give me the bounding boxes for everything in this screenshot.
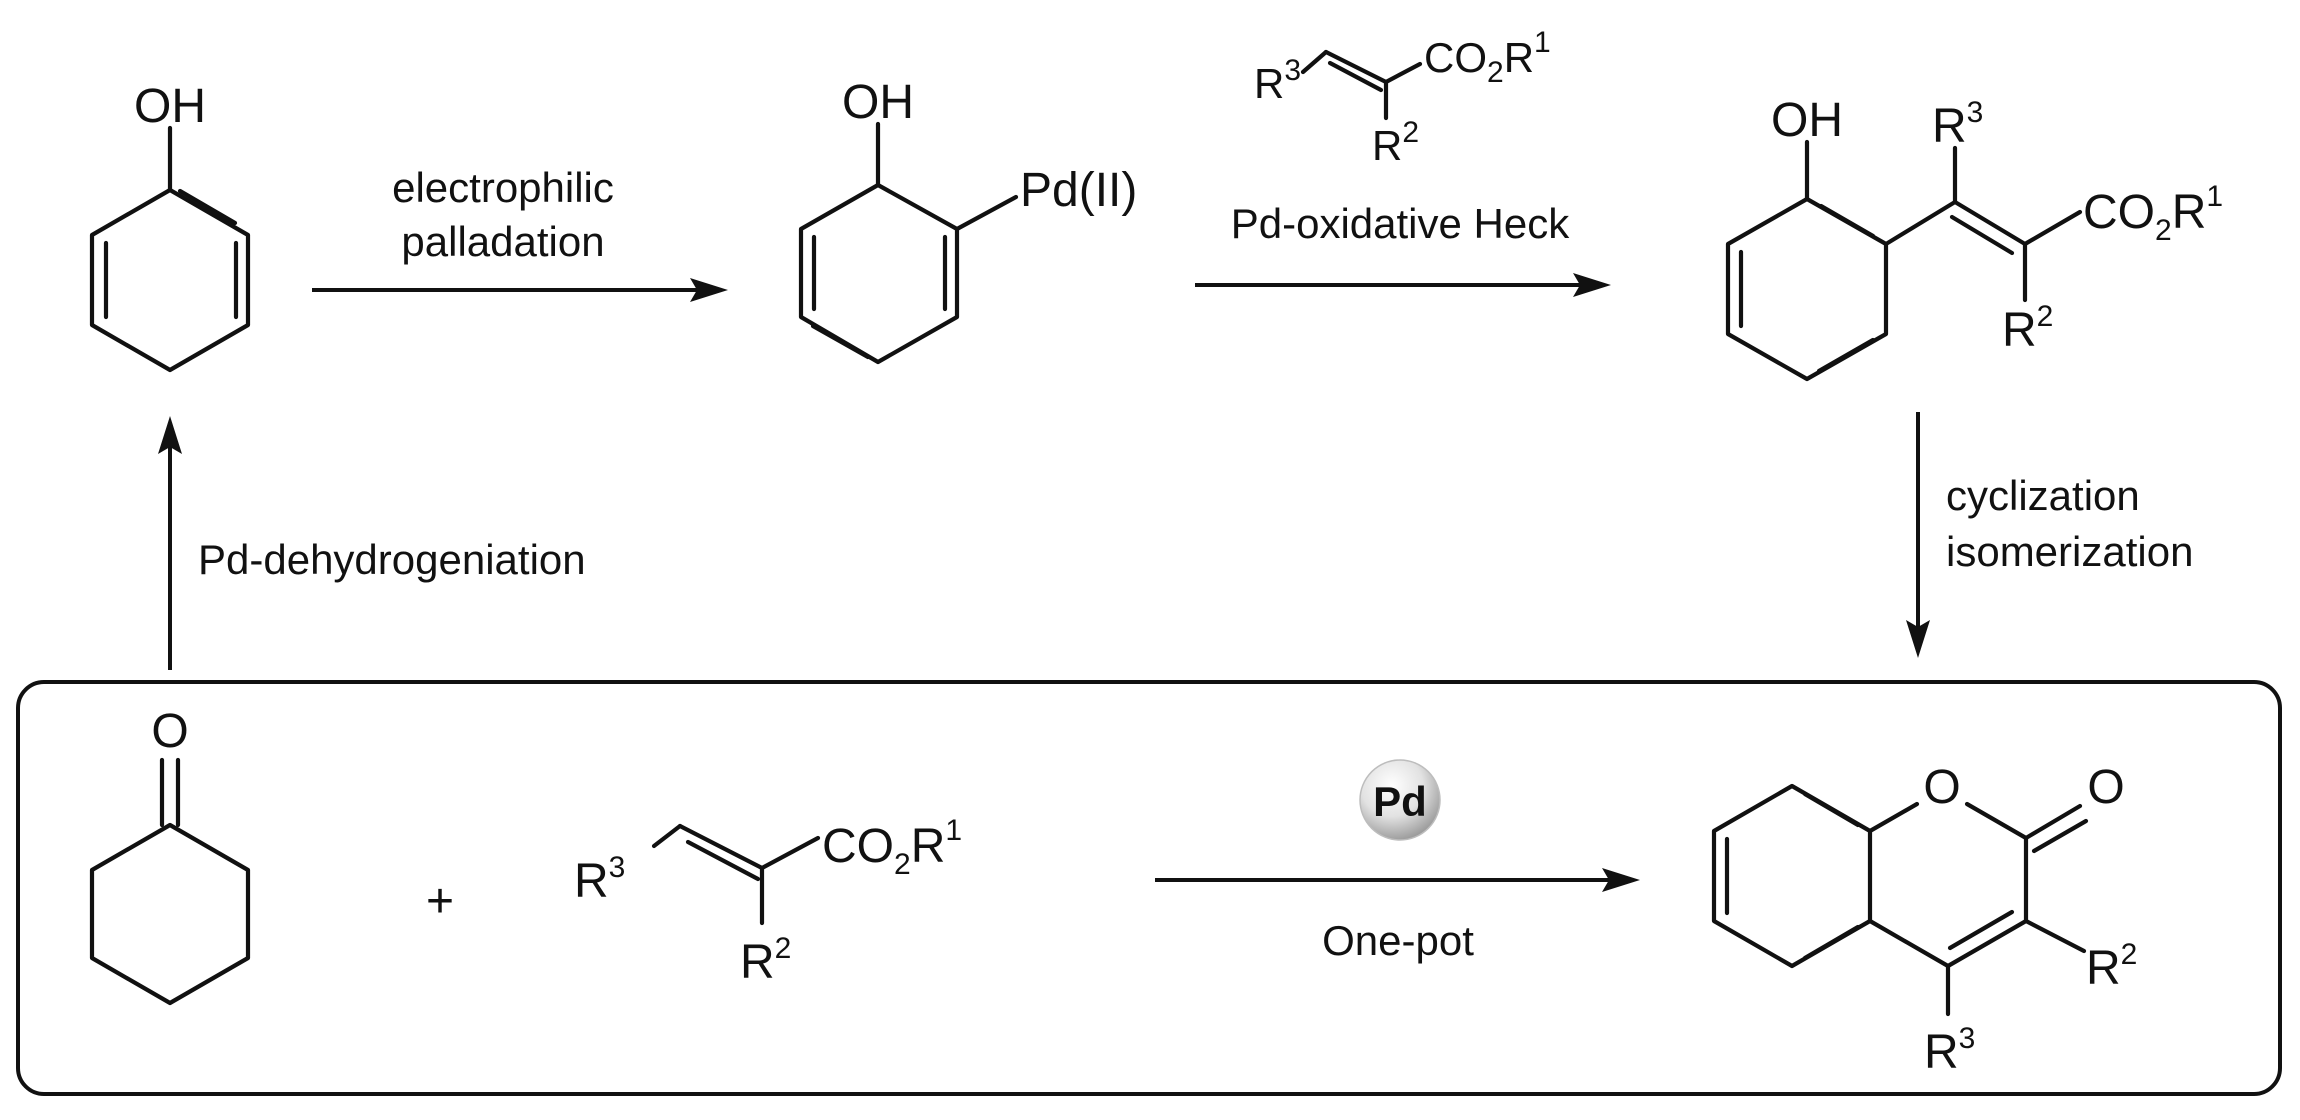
step-label-oxidative-heck: Pd-oxidative Heck: [1231, 200, 1570, 247]
arrow-dehydrogenation: Pd-dehydrogeniation: [158, 416, 586, 670]
one-pot-box: [16, 680, 2282, 1096]
r3-label: R3: [574, 851, 625, 908]
step-label-electrophilic: electrophilic: [392, 164, 614, 211]
arrow-electrophilic-palladation: electrophilic palladation: [312, 164, 728, 302]
palladium-ii-label: Pd(II): [1020, 164, 1137, 217]
pd-catalyst: Pd: [1359, 759, 1441, 841]
ester-label: CO2R1: [2083, 180, 2223, 247]
arrow-one-pot: One-pot: [1155, 868, 1640, 964]
catalyst-label: Pd: [1373, 778, 1427, 825]
cyclohexanone-structure: O: [89, 705, 251, 1006]
carbonyl-oxygen-label: O: [2087, 761, 2124, 814]
acrylate-structure: R3 CO2R1 R2: [574, 814, 962, 989]
ester-label: CO2R1: [822, 814, 962, 881]
r3-label: R3: [1254, 54, 1301, 107]
ester-label: CO2R1: [1424, 26, 1551, 89]
r2-label: R2: [740, 932, 791, 989]
plus-sign: +: [426, 875, 454, 928]
acrylate-reagent-small: R3 CO2R1 R2: [1254, 26, 1551, 169]
arrow-cyclization: cyclization isomerization: [1906, 412, 2193, 658]
r3-label: R3: [1924, 1022, 1975, 1079]
phenol-structure: OH: [89, 80, 251, 373]
heck-product-structure: OH R3 CO2R1 R2: [1725, 94, 2223, 382]
coumarin-structure: O O R2 R3: [1711, 761, 2137, 1079]
step-label-cyclization: cyclization: [1946, 472, 2140, 519]
step-label-dehydrogenation: Pd-dehydrogeniation: [198, 536, 586, 583]
step-label-palladation: palladation: [401, 218, 604, 265]
hydroxyl-label: OH: [134, 80, 206, 133]
r2-label: R2: [2002, 300, 2053, 357]
ring-oxygen-label: O: [1923, 761, 1960, 814]
r2-label: R2: [1372, 116, 1419, 169]
arrow-oxidative-heck: Pd-oxidative Heck: [1195, 200, 1611, 297]
r2-label: R2: [2086, 938, 2137, 995]
condition-label: One-pot: [1322, 917, 1474, 964]
r3-label: R3: [1932, 96, 1983, 153]
hydroxyl-label: OH: [842, 76, 914, 129]
carbonyl-oxygen-label: O: [151, 705, 188, 758]
step-label-isomerization: isomerization: [1946, 528, 2193, 575]
arylpalladium-structure: OH Pd(II): [798, 76, 1137, 365]
hydroxyl-label: OH: [1771, 94, 1843, 147]
